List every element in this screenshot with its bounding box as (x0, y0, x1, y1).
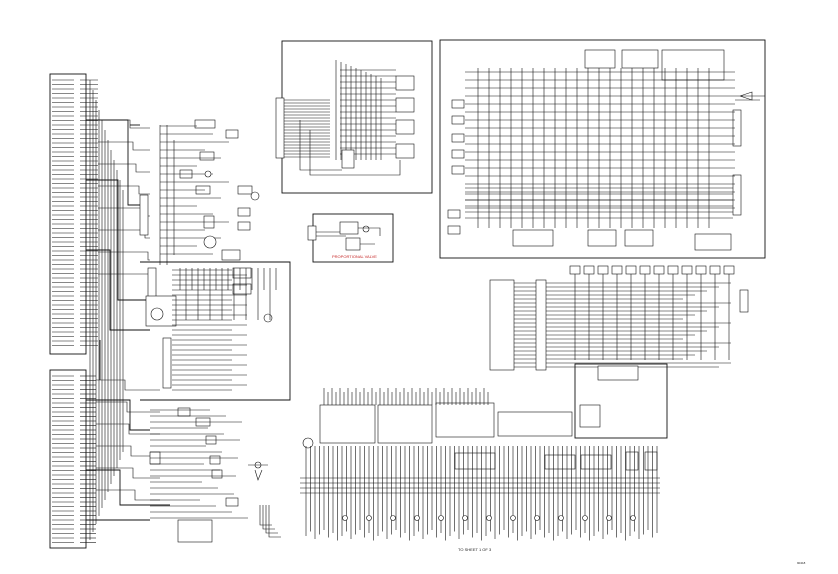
drawing-number: 90418 (797, 561, 806, 565)
proportional-valve-caption: PROPORTIONAL VALVE (332, 254, 377, 259)
right-middle-terminal-block (489, 265, 749, 371)
bottom-connector-row: TO SHEET 1 OF 3 (300, 388, 660, 552)
right-top-module-box (439, 39, 766, 259)
proportional-valve-inset: PROPORTIONAL VALVE (307, 213, 394, 263)
sheet-label: TO SHEET 1 OF 3 (458, 547, 492, 552)
top-center-panel (275, 40, 433, 194)
right-lower-module-box (574, 363, 668, 439)
component-column-upper (130, 119, 260, 265)
left-controller-block-top (49, 73, 98, 355)
component-column-lower (149, 407, 281, 543)
middle-module-box (140, 261, 291, 401)
left-controller-block-bottom (49, 369, 96, 549)
